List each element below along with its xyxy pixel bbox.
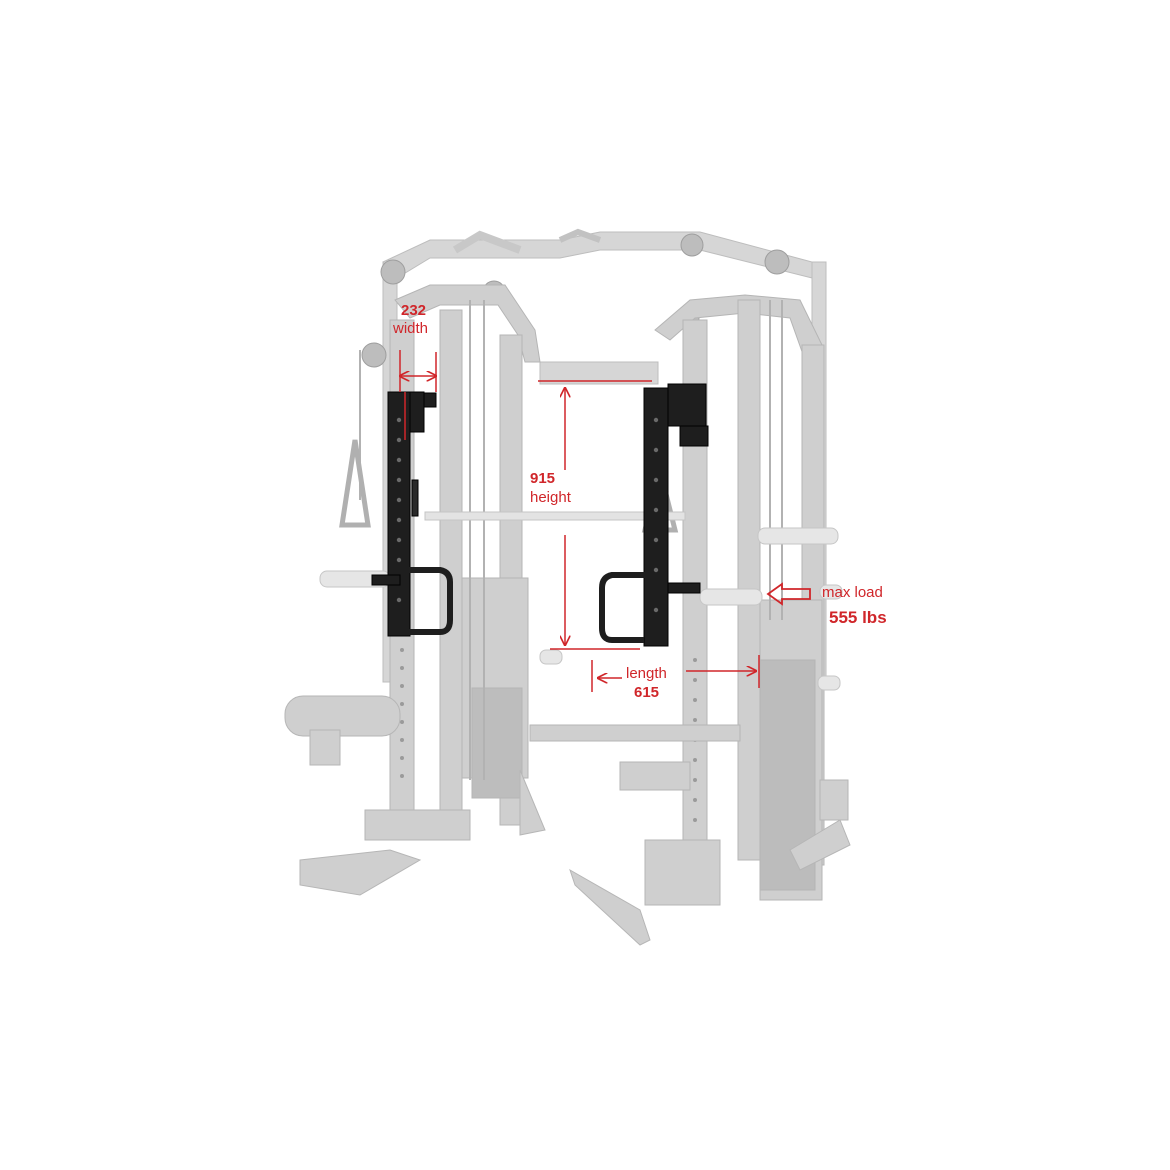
upright-holes-left [400,648,404,778]
length-value: 615 [634,684,660,701]
max-load-label: max load [822,584,883,601]
max-load-value: 555 lbs [829,608,887,627]
dimension-lines [400,350,760,692]
stirrup-handle-icon [339,439,371,528]
right-safety-arm [599,383,709,647]
left-arm-holes [396,417,402,603]
height-label: height [530,489,571,506]
max-load-arrow-icon [766,582,811,606]
base-frame [284,695,851,906]
cables-right [769,300,783,620]
width-value: 232 [401,302,427,319]
left-tower [389,284,541,826]
smith-bar [424,511,686,521]
right-arm-holes [653,417,659,613]
width-label: width [393,320,429,337]
height-value: 915 [530,470,556,487]
upright-holes-right [693,658,697,822]
left-safety-arm [371,391,453,637]
pullup-handle-left [452,230,522,254]
landmine-handle [569,868,651,946]
length-label: length [626,665,667,682]
pullup-handle [558,228,602,243]
